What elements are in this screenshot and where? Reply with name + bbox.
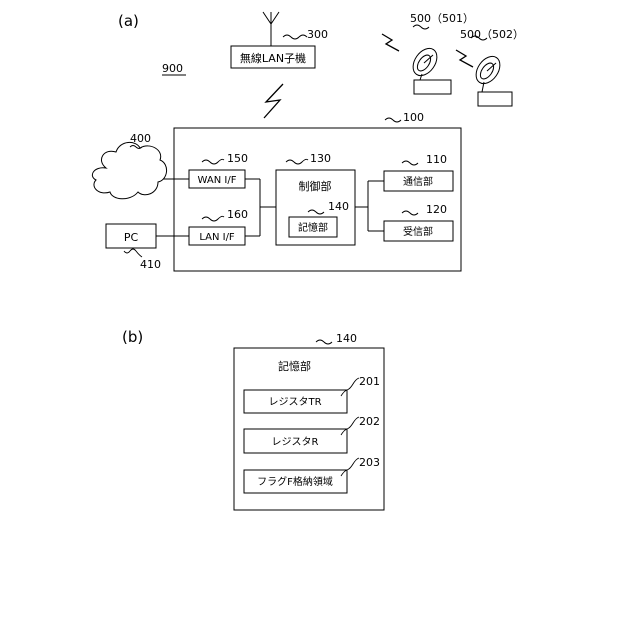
comm-label: 通信部	[403, 175, 433, 188]
antenna-icon	[263, 12, 279, 46]
lan-if-label: LAN I/F	[199, 232, 235, 243]
lan-if-leader	[202, 216, 224, 221]
storage-detail-leader	[316, 340, 332, 344]
receiver-label: 受信部	[403, 225, 433, 238]
storage-detail-title: 記憶部	[278, 359, 311, 373]
receiver-ref: 120	[426, 203, 447, 216]
storage-detail-ref: 140	[336, 332, 357, 345]
device-leader	[385, 118, 401, 122]
client-ref: 300	[307, 28, 328, 41]
satellite-dish-icon	[456, 50, 512, 106]
satellite-dish-icon	[382, 34, 451, 94]
caption-b: (b)	[122, 328, 143, 346]
wan-if-leader	[202, 159, 224, 164]
storage-label: 記憶部	[298, 221, 328, 234]
wireless-link-icon	[264, 84, 283, 118]
caption-a: (a)	[118, 12, 139, 30]
client-label: 無線LAN子機	[240, 51, 306, 65]
register-tr-label: レジスタTR	[268, 396, 321, 408]
satellite-1-leader	[413, 25, 429, 29]
control-leader	[286, 159, 308, 164]
wan-if-ref: 150	[227, 152, 248, 165]
pc-leader	[124, 249, 142, 257]
comm-ref: 110	[426, 153, 447, 166]
flag-area-ref: 203	[359, 456, 380, 469]
device-ref: 100	[403, 111, 424, 124]
storage-ref: 140	[328, 200, 349, 213]
wan-if-label: WAN I/F	[198, 175, 237, 186]
pc-label: PC	[124, 231, 139, 244]
register-r-label: レジスタR	[272, 436, 319, 448]
register-r-ref: 202	[359, 415, 380, 428]
satellite-2-ref: 500（502）	[460, 28, 524, 41]
register-tr-ref: 201	[359, 375, 380, 388]
client-leader	[283, 35, 307, 39]
pc-ref: 410	[140, 258, 161, 271]
system-ref: 900	[162, 62, 183, 75]
comm-leader	[402, 161, 418, 165]
network-cloud-icon	[92, 142, 166, 198]
lan-if-ref: 160	[227, 208, 248, 221]
flag-area-label: フラグF格納領域	[257, 475, 333, 488]
control-label: 制御部	[299, 179, 332, 193]
network-ref: 400	[130, 132, 151, 145]
satellite-1-ref: 500（501）	[410, 12, 474, 25]
receiver-leader	[402, 211, 418, 215]
control-ref: 130	[310, 152, 331, 165]
